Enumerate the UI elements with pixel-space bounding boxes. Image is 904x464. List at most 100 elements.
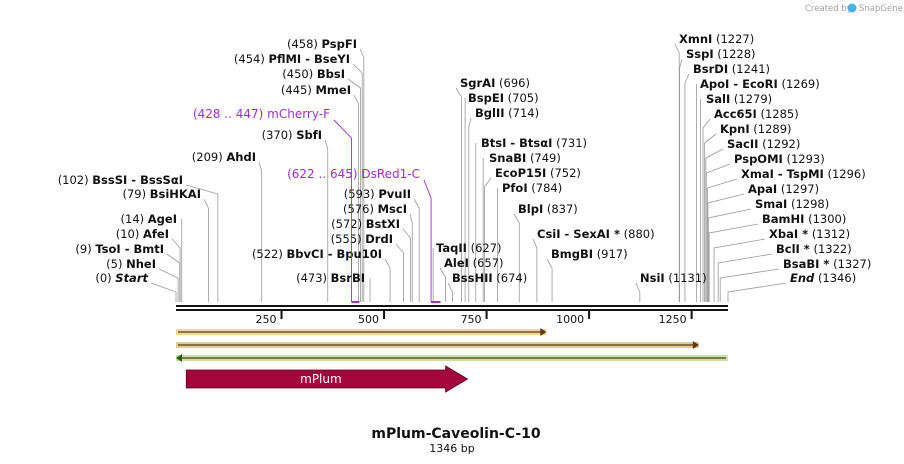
site-label-acc65i[interactable]: Acc65I (1285) — [714, 107, 799, 121]
feature-track-0-arrowhead — [540, 328, 547, 336]
primer-annotations: (428 .. 447) mCherry-F (622 .. 645) DsRed… — [193, 107, 441, 303]
site-position-ecop15i: (752) — [550, 166, 581, 180]
site-name-smai: SmaI — [755, 197, 787, 211]
site-name-ahdi: AhdI — [226, 150, 256, 164]
site-name-msci: MscI — [378, 202, 407, 216]
primer-label-dsred1-c[interactable]: (622 .. 645) DsRed1-C — [287, 167, 420, 181]
leader-pspfi — [359, 48, 365, 302]
site-label-sgrai[interactable]: SgrAI (696) — [460, 76, 530, 90]
site-position-nhei: (5) — [106, 257, 122, 271]
site-label-kpni[interactable]: KpnI (1289) — [720, 122, 792, 136]
site-label-taqii[interactable]: TaqII (627) — [436, 241, 502, 255]
site-name-btsi-bts-i: BtsI - BtsαI — [481, 136, 552, 150]
leader-xbai — [713, 238, 766, 302]
leader-end — [727, 282, 787, 302]
site-name-xmai-tspmi: XmaI - TspMI — [741, 167, 824, 181]
site-position-bamhi: (1300) — [808, 212, 846, 226]
site-name-csii-sexai: CsiI - SexAI * — [537, 227, 620, 241]
leader-bsabi — [719, 268, 780, 302]
site-label-bsabi[interactable]: BsaBI * (1327) — [783, 257, 871, 271]
site-name-blpi: BlpI — [518, 202, 543, 216]
tick-label-1000: 1000 — [556, 313, 584, 326]
site-label-bbsi[interactable]: (450) BbsI — [282, 67, 345, 81]
site-label-snabi[interactable]: SnaBI (749) — [489, 151, 561, 165]
leader-drdi — [395, 243, 405, 302]
leader-csii-sexai — [532, 238, 538, 302]
leader-bsrdi — [684, 73, 690, 302]
site-position-afei: (10) — [116, 227, 140, 241]
credit-brand: SnapGene — [859, 4, 903, 14]
site-label-bamhi[interactable]: BamHI (1300) — [762, 212, 846, 226]
site-label-afei[interactable]: (10) AfeI — [116, 227, 169, 241]
site-name-bamhi: BamHI — [762, 212, 804, 226]
site-position-bsrdi: (1241) — [732, 62, 770, 76]
site-label-bsrdi[interactable]: BsrDI (1241) — [693, 62, 770, 76]
site-position-bspei: (705) — [508, 91, 539, 105]
site-label-blpi[interactable]: BlpI (837) — [518, 202, 578, 216]
site-position-mmei: (445) — [281, 83, 312, 97]
site-label-bglii[interactable]: BglII (714) — [475, 106, 539, 120]
site-label-ecop15i[interactable]: EcoP15I (752) — [495, 166, 581, 180]
site-label-bspei[interactable]: BspEI (705) — [468, 91, 539, 105]
primer-label-mcherry-f[interactable]: (428 .. 447) mCherry-F — [193, 107, 330, 121]
site-name-drdi: DrdI — [365, 232, 393, 246]
site-label-smai[interactable]: SmaI (1298) — [755, 197, 829, 211]
site-label-start[interactable]: (0) Start — [95, 271, 148, 285]
site-label-bmgbi[interactable]: BmgBI (917) — [551, 247, 628, 261]
site-label-agei[interactable]: (14) AgeI — [121, 212, 177, 226]
site-label-ahdi[interactable]: (209) AhdI — [192, 150, 256, 164]
site-label-bsssi-bsss-i[interactable]: (102) BssSI - BssSαI — [58, 173, 183, 187]
site-label-pspfi[interactable]: (458) PspFI — [287, 37, 357, 51]
site-label-xbai[interactable]: XbaI * (1312) — [769, 227, 850, 241]
site-label-bsihkai[interactable]: (79) BsiHKAI — [122, 187, 201, 201]
site-position-btsi-bts-i: (731) — [556, 136, 587, 150]
site-position-pspfi: (458) — [287, 37, 318, 51]
site-position-bstxi: (572) — [331, 217, 362, 231]
site-label-sali[interactable]: SalI (1279) — [706, 92, 772, 106]
site-label-nsii[interactable]: NsiI (1131) — [640, 271, 707, 285]
site-label-end[interactable]: End (1346) — [790, 271, 856, 285]
site-label-drdi[interactable]: (555) DrdI — [331, 232, 393, 246]
site-label-xmni[interactable]: XmnI (1227) — [679, 32, 754, 46]
site-label-alei[interactable]: AleI (657) — [444, 256, 504, 270]
site-position-pvuii: (593) — [344, 187, 375, 201]
site-label-sacii[interactable]: SacII (1292) — [727, 137, 800, 151]
site-position-msci: (576) — [343, 202, 374, 216]
feature-arrow-mplum[interactable] — [185, 365, 469, 393]
site-labels: (0) Start(5) NheI(9) TsoI - BmtI(10) Afe… — [58, 32, 872, 285]
site-name-nsii: NsiI — [640, 271, 665, 285]
tick-mark-1000 — [588, 311, 591, 319]
site-label-csii-sexai[interactable]: CsiI - SexAI * (880) — [537, 227, 655, 241]
site-label-bsrbi[interactable]: (473) BsrBI — [296, 271, 365, 285]
tick-label-1250: 1250 — [659, 313, 687, 326]
site-position-sspi: (1228) — [717, 47, 755, 61]
site-label-bsshii[interactable]: BssHII (674) — [452, 271, 527, 285]
site-label-apoi-ecori[interactable]: ApoI - EcoRI (1269) — [700, 77, 820, 91]
site-label-pfoi[interactable]: PfoI (784) — [502, 181, 562, 195]
site-name-bbsi: BbsI — [317, 67, 345, 81]
leader-bcli — [717, 253, 773, 302]
site-label-bbvci-bpu10i[interactable]: (522) BbvCI - Bpu10I — [252, 247, 382, 261]
site-label-pflmi-bseyi[interactable]: (454) PflMI - BseYI — [234, 52, 350, 66]
site-label-nhei[interactable]: (5) NheI — [106, 257, 156, 271]
site-label-pspomi[interactable]: PspOMI (1293) — [734, 152, 825, 166]
site-label-bcli[interactable]: BclI * (1322) — [776, 242, 852, 256]
site-label-btsi-bts-i[interactable]: BtsI - BtsαI (731) — [481, 136, 587, 150]
site-label-xmai-tspmi[interactable]: XmaI - TspMI (1296) — [741, 167, 866, 181]
site-label-mmei[interactable]: (445) MmeI — [281, 83, 351, 97]
site-label-pvuii[interactable]: (593) PvuII — [344, 187, 411, 201]
site-name-kpni: KpnI — [720, 122, 750, 136]
site-label-sspi[interactable]: SspI (1228) — [686, 47, 756, 61]
site-position-blpi: (837) — [547, 202, 578, 216]
site-label-msci[interactable]: (576) MscI — [343, 202, 407, 216]
site-name-bstxi: BstXI — [366, 217, 400, 231]
feature-label-mplum: mPlum — [300, 372, 342, 386]
site-name-xmni: XmnI — [679, 32, 712, 46]
site-position-acc65i: (1285) — [760, 107, 798, 121]
site-label-sbfi[interactable]: (370) SbfI — [262, 128, 322, 142]
leader-bbvci-bpu10i — [384, 258, 391, 302]
site-label-tsoi-bmti[interactable]: (9) TsoI - BmtI — [75, 242, 164, 256]
site-position-sacii: (1292) — [762, 137, 800, 151]
site-label-apai[interactable]: ApaI (1297) — [748, 182, 819, 196]
site-label-bstxi[interactable]: (572) BstXI — [331, 217, 400, 231]
